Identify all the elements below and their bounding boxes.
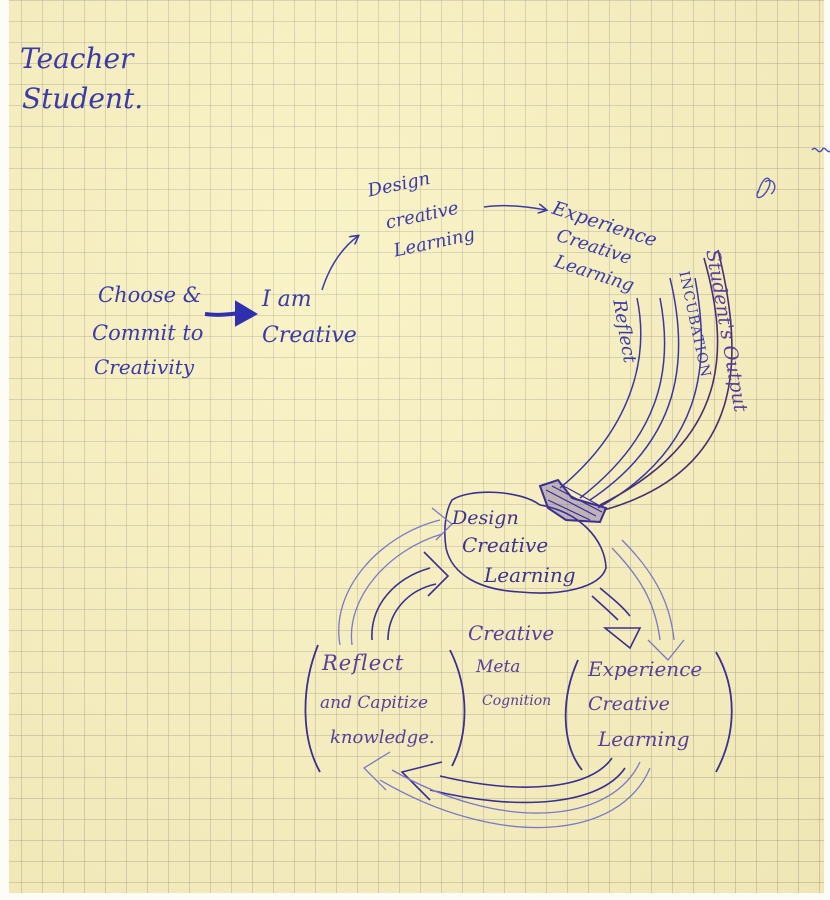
center-line-3: Cognition <box>482 693 552 709</box>
cycle-design-line-2: Creative <box>462 533 549 557</box>
paper-edge-right <box>824 0 830 900</box>
reflect-paren-right <box>449 649 466 767</box>
cycle-arrow-experience-to-reflect <box>429 757 626 804</box>
cycle-experience-line-2: Creative <box>588 693 670 715</box>
start-line-1: Choose & <box>98 283 202 307</box>
header-student: Student. <box>22 82 144 115</box>
reflect-band <box>559 297 666 499</box>
doodle-mark <box>756 177 776 199</box>
cycle-experience-line-1: Experience <box>588 657 703 681</box>
cycle-arrow-design-to-experience <box>591 587 631 621</box>
experience-paren-left <box>564 659 583 771</box>
bold-arrow-start <box>204 311 241 317</box>
reflect-paren-left <box>304 644 321 773</box>
incubation-band <box>589 277 703 509</box>
center-line-1: Creative <box>468 621 555 645</box>
header-teacher: Teacher <box>20 42 134 75</box>
self-line-2: Creative <box>262 323 357 348</box>
paper-edge-left <box>0 0 9 900</box>
self-line-1: I am <box>262 287 312 312</box>
cycle-outer-experience-to-reflect <box>379 761 651 829</box>
start-line-2: Commit to <box>92 321 204 345</box>
center-line-2: Meta <box>476 657 521 677</box>
arrow-self-to-design <box>321 236 358 291</box>
experience-paren-right <box>715 651 733 773</box>
output-band <box>599 249 733 511</box>
cycle-outer-design-to-experience <box>611 539 675 641</box>
cycle-design-blob <box>444 491 607 594</box>
reflect-line-2: and Capitize <box>320 693 429 713</box>
cycle-outer-reflect-to-design <box>338 519 443 646</box>
doodle-mark-edge <box>811 147 830 153</box>
cycle-arrow-reflect-to-design <box>371 567 437 641</box>
paper-edge-bottom <box>0 893 830 900</box>
cycle-experience-line-3: Learning <box>598 727 690 751</box>
cycle-design-line-1: Design <box>452 507 519 529</box>
arrow-design-to-experience <box>483 206 546 210</box>
reflect-line-1: Reflect <box>322 651 405 675</box>
start-line-3: Creativity <box>94 355 195 379</box>
reflect-line-3: knowledge. <box>330 727 435 748</box>
cycle-design-line-3: Learning <box>484 563 576 587</box>
hatched-arrowhead <box>538 478 608 524</box>
